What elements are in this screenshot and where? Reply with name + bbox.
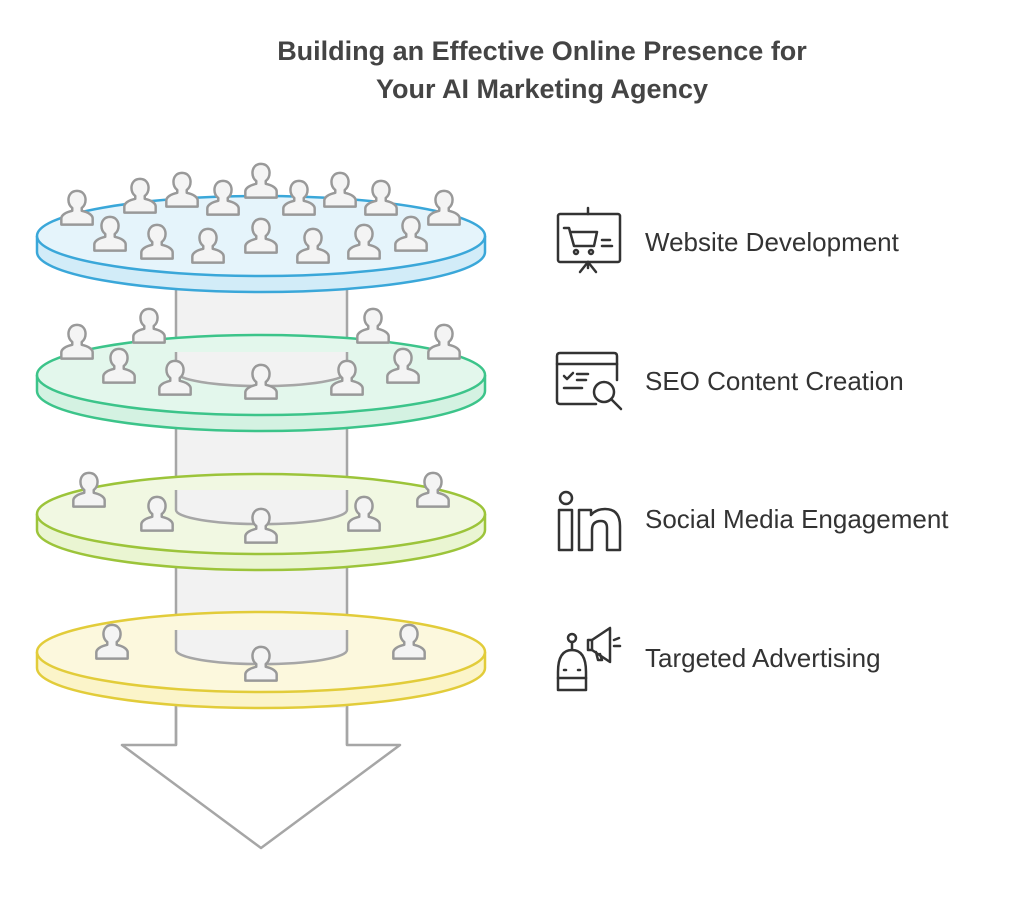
browser-search-icon (555, 351, 623, 411)
stage-label-targeted-advertising: Targeted Advertising (645, 643, 881, 673)
person-icon (132, 307, 166, 344)
arrow-head (120, 703, 402, 850)
person-icon (123, 177, 157, 214)
linkedin-icon (557, 490, 622, 552)
person-icon (60, 323, 94, 360)
stage-label-website-development: Website Development (645, 227, 899, 257)
person-icon (364, 179, 398, 216)
presentation-cart-icon (556, 206, 622, 274)
person-icon (427, 189, 461, 226)
page-title: Building an Effective Online Presence fo… (0, 32, 1024, 108)
stage-label-seo-content-creation: SEO Content Creation (645, 366, 904, 396)
stage-label-social-media-engagement: Social Media Engagement (645, 504, 949, 534)
person-icon (323, 171, 357, 208)
title-line-1: Building an Effective Online Presence fo… (277, 36, 807, 66)
robot-megaphone-icon (556, 626, 622, 692)
person-icon (165, 171, 199, 208)
title-line-2: Your AI Marketing Agency (375, 74, 709, 104)
person-icon (60, 189, 94, 226)
person-icon (427, 323, 461, 360)
person-icon (356, 307, 390, 344)
person-icon (244, 162, 278, 199)
